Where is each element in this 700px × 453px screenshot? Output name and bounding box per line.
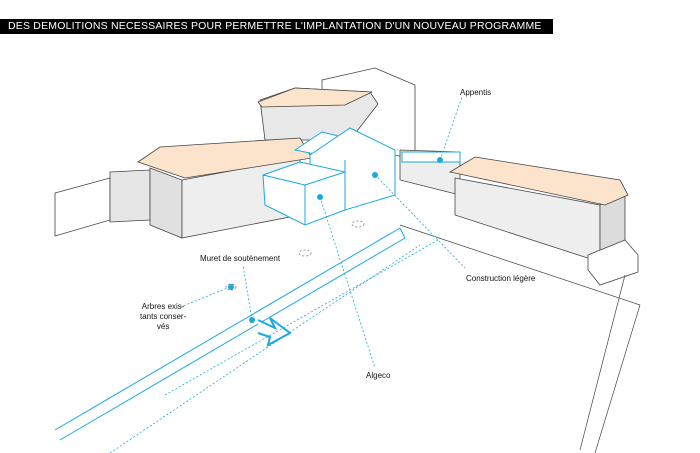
left-gable <box>149 167 183 239</box>
ground-lines <box>399 224 641 453</box>
middle-roof <box>257 87 373 108</box>
label-arbres-line: tants conser- <box>140 312 187 321</box>
trees <box>225 220 365 291</box>
label-muret: Muret de soutènement <box>200 254 281 263</box>
left-wall <box>54 177 111 237</box>
appentis-highlight <box>401 151 461 163</box>
label-appentis: Appentis <box>460 88 492 97</box>
right-roof <box>448 156 629 206</box>
marker-dots <box>228 157 443 323</box>
label-arbres-line: vés <box>156 322 170 331</box>
diagram-title: DES DEMOLITIONS NECESSAIRES POUR PERMETT… <box>0 19 553 34</box>
muret-line <box>59 237 406 441</box>
small-shed <box>587 239 639 286</box>
label-arbres-line: Arbres exis- <box>141 302 185 311</box>
label-arbres: Arbres exis- tants conser- vés <box>140 302 186 332</box>
muret-line <box>54 227 401 431</box>
leader-lines <box>109 96 466 453</box>
left-annex <box>109 169 151 223</box>
label-construction-legere: Construction légère <box>466 274 536 283</box>
new-program <box>54 127 461 441</box>
label-algeco: Algeco <box>366 371 391 380</box>
arrow-icon <box>257 317 292 347</box>
